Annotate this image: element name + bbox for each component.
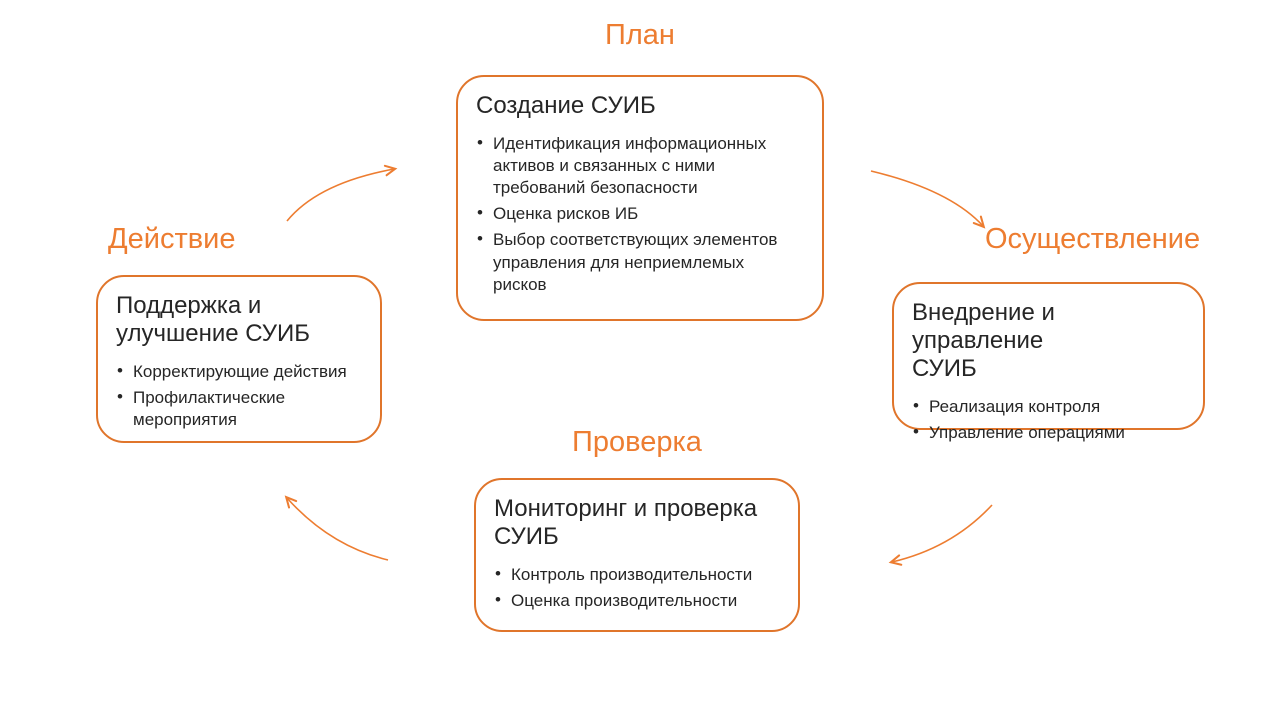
arrow-plan-to-do-icon <box>870 170 986 229</box>
arrow-act-to-plan-icon <box>286 164 398 222</box>
stage-label-do: Осуществление <box>985 223 1201 255</box>
bullet-item: Реализация контроля <box>912 395 1189 418</box>
bullet-item: Корректирующие действия <box>116 360 366 383</box>
stage-box-check: Мониторинг и проверка СУИБ Контроль прои… <box>474 478 800 632</box>
bullet-item: Профилактические мероприятия <box>116 386 366 431</box>
stage-box-act-title: Поддержка и улучшение СУИБ <box>116 292 311 348</box>
bullet-item: Контроль производительности <box>494 563 784 586</box>
arrow-check-to-act-icon <box>284 495 389 561</box>
bullet-item: Выбор соответствующих элементов управлен… <box>476 228 808 295</box>
bullet-item: Управление операциями <box>912 421 1189 444</box>
stage-box-do-bullets: Реализация контроля Управление операциям… <box>912 395 1189 444</box>
stage-box-act: Поддержка и улучшение СУИБ Корректирующи… <box>96 275 382 443</box>
stage-box-check-title: Мониторинг и проверка СУИБ <box>494 495 758 551</box>
stage-box-do-title: Внедрение и управление СУИБ <box>912 299 1055 383</box>
stage-box-plan: Создание СУИБ Идентификация информационн… <box>456 75 824 321</box>
stage-label-plan: План <box>605 19 675 51</box>
stage-label-check: Проверка <box>572 426 702 458</box>
bullet-item: Оценка производительности <box>494 589 784 612</box>
bullet-item: Оценка рисков ИБ <box>476 202 808 225</box>
arrow-do-to-check-icon <box>888 504 993 566</box>
stage-box-check-bullets: Контроль производительности Оценка произ… <box>494 563 784 612</box>
stage-label-act: Действие <box>108 223 236 255</box>
stage-box-do: Внедрение и управление СУИБ Реализация к… <box>892 282 1205 444</box>
stage-box-plan-title: Создание СУИБ <box>476 92 656 119</box>
stage-box-plan-bullets: Идентификация информационных активов и с… <box>476 132 808 296</box>
bullet-item: Идентификация информационных активов и с… <box>476 132 808 199</box>
stage-box-act-bullets: Корректирующие действия Профилактические… <box>116 360 366 431</box>
